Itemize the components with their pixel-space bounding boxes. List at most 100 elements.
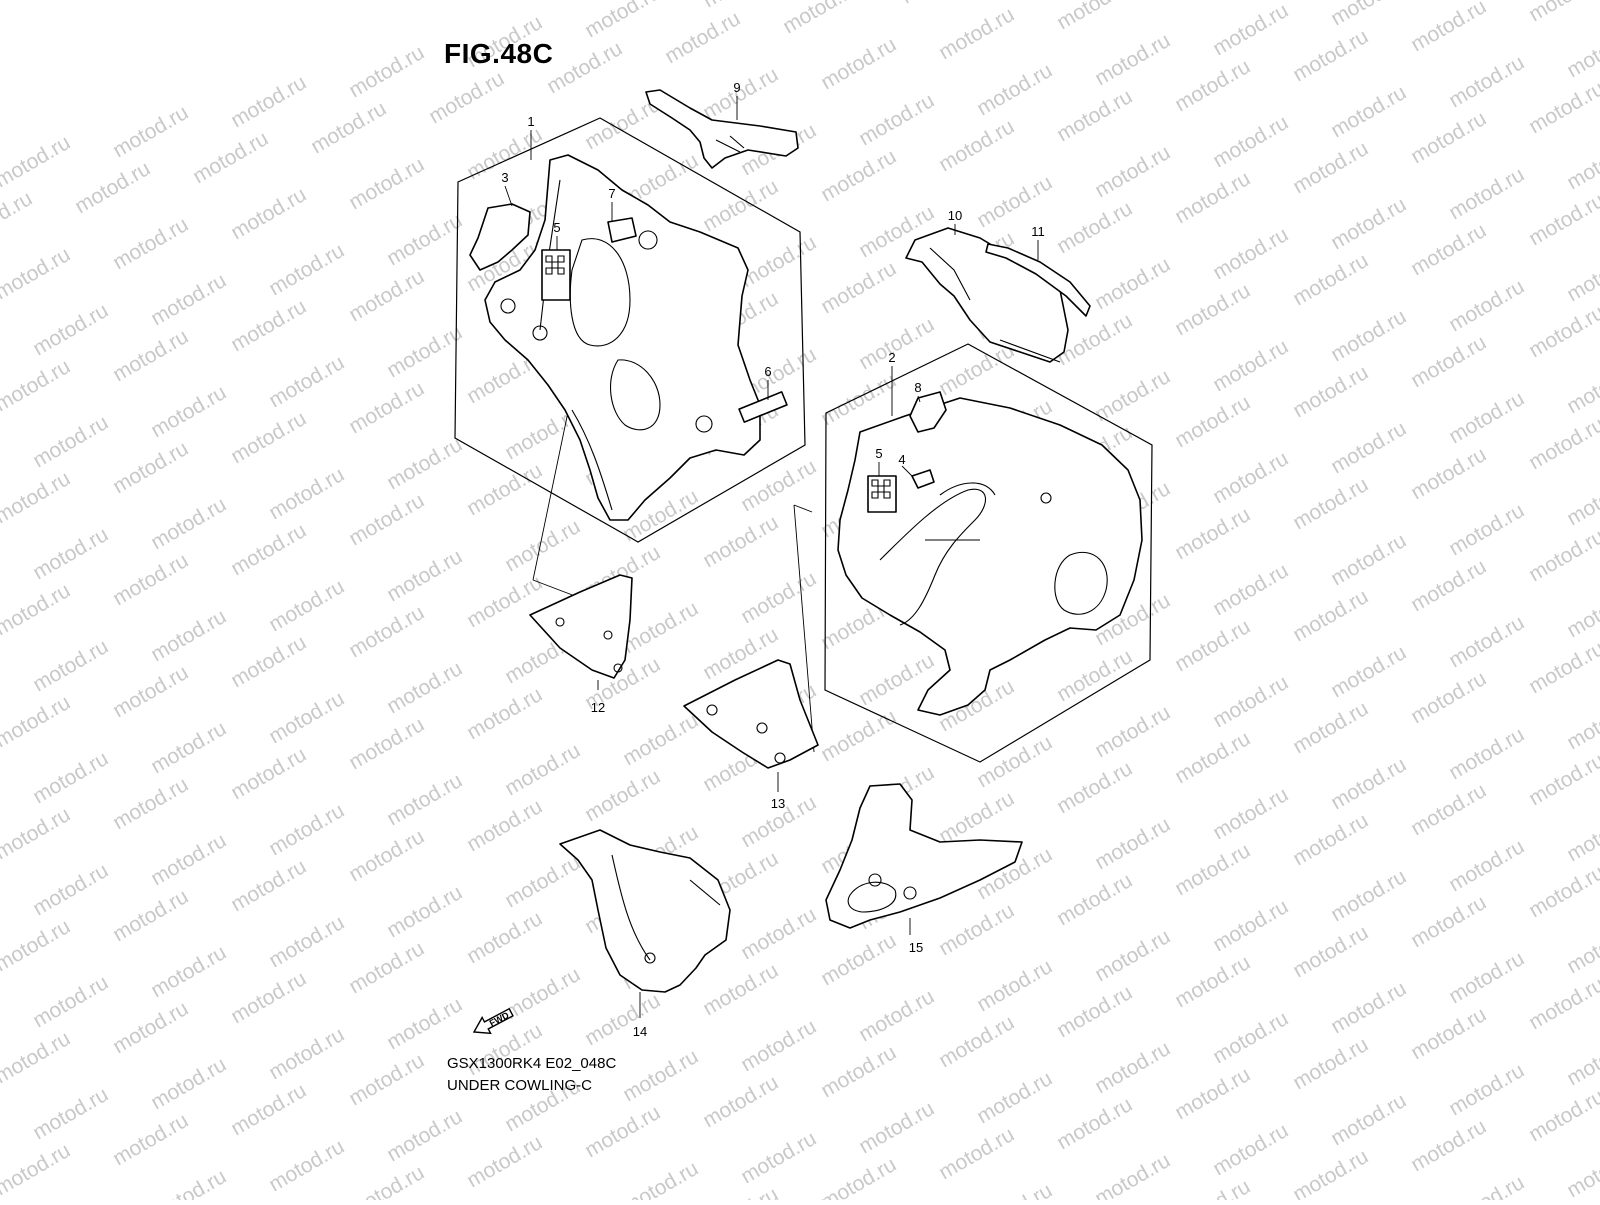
watermark-text: motod.ru (71, 157, 154, 218)
watermark-text: motod.ru (227, 519, 310, 580)
watermark-text: motod.ru (147, 1165, 230, 1200)
watermark-text: motod.ru (265, 1023, 348, 1084)
watermark-text: motod.ru (1209, 895, 1292, 956)
watermark-text: motod.ru (1091, 813, 1174, 874)
watermark-text: motod.ru (227, 71, 310, 132)
watermark-text: motod.ru (1525, 973, 1600, 1034)
watermark-text: motod.ru (973, 955, 1056, 1016)
watermark-text: motod.ru (265, 575, 348, 636)
watermark-text: motod.ru (1209, 559, 1292, 620)
watermark-text: motod.ru (1091, 141, 1174, 202)
watermark-text: motod.ru (147, 717, 230, 778)
watermark-text: motod.ru (779, 0, 862, 38)
watermark-text: motod.ru (935, 787, 1018, 848)
watermark-text: motod.ru (1525, 525, 1600, 586)
watermark-text: motod.ru (935, 1011, 1018, 1072)
callout-9: 9 (733, 80, 740, 95)
watermark-text: motod.ru (817, 33, 900, 94)
watermark-text: motod.ru (1445, 611, 1528, 672)
watermark-text: motod.ru (265, 911, 348, 972)
watermark-text: motod.ru (109, 773, 192, 834)
watermark-text: motod.ru (1289, 585, 1372, 646)
watermark-text: motod.ru (1445, 51, 1528, 112)
callout-1: 1 (527, 114, 534, 129)
watermark-text: motod.ru (817, 145, 900, 206)
watermark-text: motod.ru (463, 683, 546, 744)
watermark-text: motod.ru (0, 355, 74, 416)
watermark-text: motod.ru (1525, 637, 1600, 698)
watermark-text: motod.ru (817, 369, 900, 430)
watermark-text: motod.ru (737, 455, 820, 516)
watermark-text: motod.ru (463, 795, 546, 856)
watermark-text: motod.ru (1209, 447, 1292, 508)
watermark-text: motod.ru (29, 635, 112, 696)
watermark-text: motod.ru (29, 747, 112, 808)
callout-7: 7 (608, 186, 615, 201)
watermark-text: motod.ru (619, 597, 702, 658)
watermark-text: motod.ru (29, 523, 112, 584)
watermark-text: motod.ru (383, 209, 466, 270)
figure-title: FIG.48C (444, 38, 553, 70)
watermark-text: motod.ru (0, 803, 74, 864)
watermark-text: motod.ru (109, 101, 192, 162)
watermark-text: motod.ru (1053, 197, 1136, 258)
watermark-text: motod.ru (1525, 301, 1600, 362)
watermark-text: motod.ru (29, 971, 112, 1032)
watermark-text: motod.ru (109, 661, 192, 722)
watermark-text: motod.ru (1445, 387, 1528, 448)
watermark-text: motod.ru (0, 467, 74, 528)
watermark-text: motod.ru (383, 657, 466, 718)
watermark-text: motod.ru (345, 41, 428, 102)
watermark-text: motod.ru (1209, 111, 1292, 172)
watermark-text: motod.ru (109, 437, 192, 498)
watermark-text: motod.ru (1289, 1145, 1372, 1200)
watermark-text: motod.ru (501, 963, 584, 1024)
watermark-text: motod.ru (0, 1139, 74, 1200)
watermark-text: motod.ru (501, 515, 584, 576)
watermark-text: motod.ru (1563, 469, 1600, 530)
watermark-text: motod.ru (345, 265, 428, 326)
watermark-text: motod.ru (1209, 1119, 1292, 1180)
callout-6: 6 (764, 364, 771, 379)
watermark-text: motod.ru (1327, 0, 1410, 30)
watermark-text: motod.ru (147, 269, 230, 330)
watermark-text: motod.ru (1327, 753, 1410, 814)
watermark-text: motod.ru (0, 243, 74, 304)
watermark-text: motod.ru (227, 183, 310, 244)
watermark-text: motod.ru (501, 851, 584, 912)
watermark-text: motod.ru (1171, 167, 1254, 228)
watermark-text: motod.ru (1091, 1037, 1174, 1098)
watermark-text: motod.ru (383, 545, 466, 606)
watermark-text: motod.ru (619, 1157, 702, 1200)
callout-2: 2 (888, 350, 895, 365)
watermark-text: motod.ru (817, 929, 900, 990)
watermark-text: motod.ru (1171, 839, 1254, 900)
watermark-text: motod.ru (1525, 413, 1600, 474)
watermark-text: motod.ru (581, 1101, 664, 1162)
watermark-text: motod.ru (227, 855, 310, 916)
watermark-text: motod.ru (973, 1179, 1056, 1200)
watermark-text: motod.ru (265, 351, 348, 412)
watermark-text: motod.ru (699, 1183, 782, 1200)
watermark-text: motod.ru (699, 0, 782, 12)
callout-8: 8 (914, 380, 921, 395)
watermark-text: motod.ru (1053, 1093, 1136, 1154)
watermark-text: motod.ru (1563, 693, 1600, 754)
watermark-text: motod.ru (1563, 133, 1600, 194)
watermark-text: motod.ru (1053, 869, 1136, 930)
watermark-text: motod.ru (1209, 335, 1292, 396)
watermark-text: motod.ru (1407, 0, 1490, 56)
watermark-text: motod.ru (737, 231, 820, 292)
watermark-text: motod.ru (227, 631, 310, 692)
callout-15: 15 (909, 940, 923, 955)
callout-12: 12 (591, 700, 605, 715)
watermark-text: motod.ru (383, 1105, 466, 1166)
watermark-text: motod.ru (109, 1109, 192, 1170)
watermark-text: motod.ru (543, 37, 626, 98)
part-14-lower-cowling (560, 830, 730, 992)
watermark-text: motod.ru (227, 295, 310, 356)
watermark-text: motod.ru (1445, 723, 1528, 784)
watermark-text: motod.ru (383, 433, 466, 494)
connector-line (794, 505, 812, 512)
